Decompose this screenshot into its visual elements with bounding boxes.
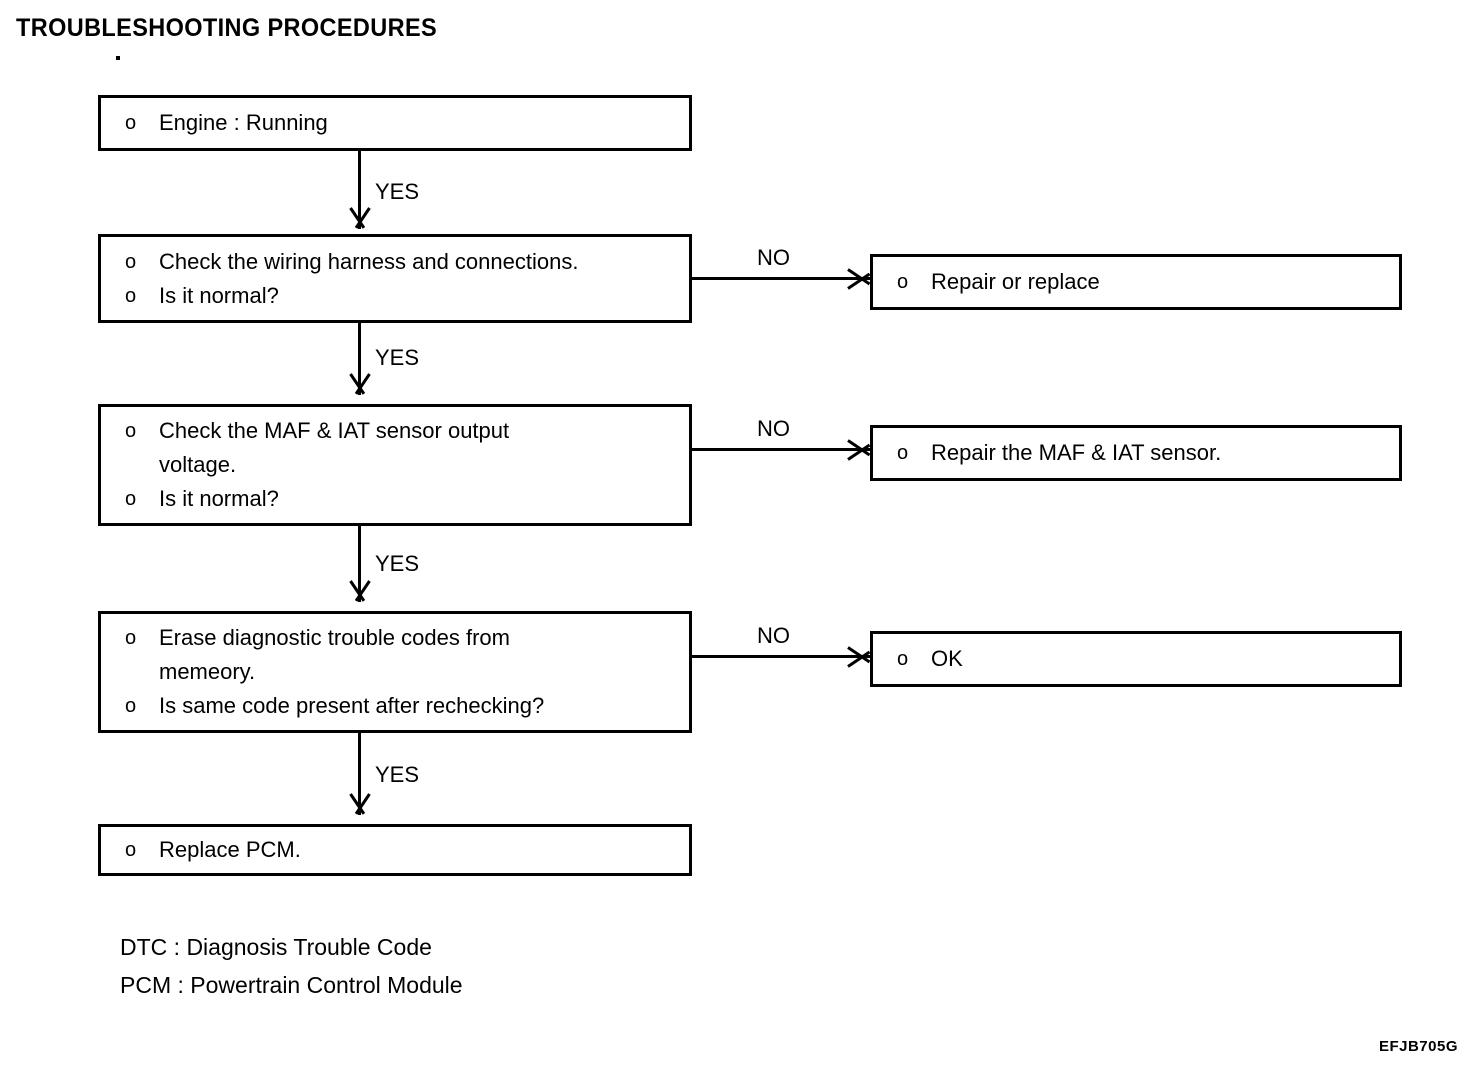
legend-line-pcm: PCM : Powertrain Control Module (120, 972, 463, 998)
step-box-maf-iat: o Check the MAF & IAT sensor output volt… (98, 404, 692, 526)
step-line: o Is same code present after rechecking? (101, 689, 689, 723)
scan-artifact-dot (116, 56, 120, 60)
legend: DTC : Diagnosis Trouble Code PCM : Power… (120, 928, 463, 1004)
step-line: o Replace PCM. (101, 833, 689, 867)
arrowhead-right-2 (848, 435, 870, 465)
bullet-marker: o (897, 648, 909, 670)
arrowhead-right-3 (848, 642, 870, 672)
step-text: Check the wiring harness and connections… (159, 248, 579, 274)
bullet-marker: o (125, 488, 137, 510)
arrowhead-down-2 (345, 374, 375, 396)
bullet-marker: o (125, 627, 137, 649)
edge-label-yes-3: YES (375, 551, 420, 576)
step-box-erase-dtc: o Erase diagnostic trouble codes from me… (98, 611, 692, 733)
connector-line-erase-no (692, 655, 874, 658)
step-line: o Engine : Running (101, 106, 689, 140)
outcome-box-ok: o OK (870, 631, 1402, 687)
connector-line-wiring-no (692, 277, 874, 280)
outcome-text: Repair the MAF & IAT sensor. (931, 440, 1222, 465)
arrowhead-down-4 (345, 794, 375, 816)
step-text: Erase diagnostic trouble codes from (159, 625, 510, 650)
connector-line-engine-to-wiring (358, 151, 361, 229)
step-text-continuation: voltage. (159, 452, 237, 477)
step-box-wiring: o Check the wiring harness and connectio… (98, 234, 692, 323)
bullet-marker: o (125, 839, 137, 861)
arrowhead-right-1 (848, 264, 870, 294)
outcome-box-repair-replace: o Repair or replace (870, 254, 1402, 310)
edge-label-no-2: NO (757, 416, 790, 441)
edge-label-no-1: NO (757, 245, 790, 270)
legend-line-dtc: DTC : Diagnosis Trouble Code (120, 934, 432, 960)
step-text-continuation: memeory. (159, 659, 256, 684)
figure-reference-code: EFJB705G (1378, 1038, 1458, 1055)
page-title: TROUBLESHOOTING PROCEDURES (16, 14, 438, 42)
outcome-line: o Repair or replace (873, 265, 1399, 299)
bullet-marker: o (897, 442, 909, 464)
connector-line-erase-to-pcm (358, 733, 361, 815)
outcome-line: o Repair the MAF & IAT sensor. (873, 436, 1399, 470)
step-box-engine: o Engine : Running (98, 95, 692, 151)
edge-label-yes-4: YES (375, 762, 420, 787)
outcome-text: OK (931, 646, 963, 671)
arrowhead-down-3 (345, 581, 375, 603)
step-line: o Check the MAF & IAT sensor output (101, 414, 689, 448)
bullet-marker: o (125, 284, 137, 307)
step-text: Replace PCM. (159, 837, 301, 862)
bullet-marker: o (125, 112, 137, 134)
step-box-replace-pcm: o Replace PCM. (98, 824, 692, 876)
arrowhead-down-1 (345, 208, 375, 230)
step-text: Engine : Running (159, 110, 328, 135)
connector-line-wiring-to-maf (358, 323, 361, 395)
bullet-marker: o (125, 420, 137, 442)
step-text: Is it normal? (159, 486, 279, 511)
edge-label-no-3: NO (757, 623, 790, 648)
step-line: o Is it normal? (101, 279, 689, 313)
outcome-line: o OK (873, 642, 1399, 676)
edge-label-yes-2: YES (375, 345, 420, 370)
outcome-text: Repair or replace (931, 269, 1100, 294)
connector-line-maf-no (692, 448, 874, 451)
step-line: o Erase diagnostic trouble codes from (101, 621, 689, 655)
edge-label-yes-1: YES (375, 179, 420, 204)
step-text: Is same code present after rechecking? (159, 693, 545, 718)
step-text: Is it normal? (159, 282, 279, 308)
step-text: Check the MAF & IAT sensor output (159, 418, 510, 443)
outcome-box-repair-maf-iat: o Repair the MAF & IAT sensor. (870, 425, 1402, 481)
bullet-marker: o (897, 271, 909, 293)
connector-line-maf-to-erase (358, 526, 361, 602)
step-line: o Check the wiring harness and connectio… (101, 245, 689, 279)
step-line: o Is it normal? (101, 482, 689, 516)
bullet-marker: o (125, 250, 137, 273)
bullet-marker: o (125, 695, 137, 717)
